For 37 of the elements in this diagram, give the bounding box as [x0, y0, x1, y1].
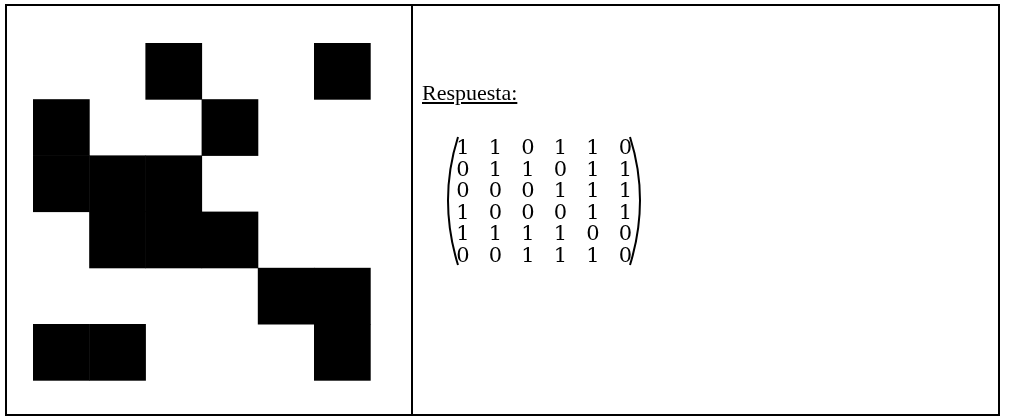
matrix-entry: 0 — [455, 158, 471, 180]
matrix-entry: 1 — [520, 244, 536, 266]
matrix-entry: 0 — [520, 137, 536, 158]
matrix-entry: 0 — [455, 180, 471, 201]
matrix-entry: 1 — [552, 180, 569, 201]
matrix-entry: 1 — [552, 137, 569, 158]
matrix-entry: 1 — [617, 201, 634, 223]
matrix-entry: 0 — [617, 223, 634, 244]
matrix-entry: 0 — [520, 180, 536, 201]
matrix-entry: 0 — [617, 244, 634, 266]
matrix-entry: 1 — [585, 158, 601, 180]
matrix-entry: 0 — [617, 137, 634, 158]
matrix-entry: 1 — [455, 137, 471, 158]
matrix-entry: 0 — [487, 244, 504, 266]
matrix-entry: 0 — [552, 158, 569, 180]
matrix-entry: 1 — [455, 201, 471, 223]
matrix-entry: 1 — [520, 158, 536, 180]
matrix-entry: 1 — [585, 244, 601, 266]
matrix-entry: 1 — [487, 158, 504, 180]
matrix-entry: 1 — [617, 158, 634, 180]
matrix-entry: 0 — [552, 201, 569, 223]
matrix-entry: 0 — [455, 244, 471, 266]
matrix-entry: 1 — [487, 137, 504, 158]
matrix-entry: 1 — [552, 223, 569, 244]
matrix-entry: 0 — [487, 180, 504, 201]
matrix-entry: 1 — [455, 223, 471, 244]
matrix-entry: 1 — [552, 244, 569, 266]
matrix-entry: 1 — [617, 180, 634, 201]
matrix-entry: 1 — [585, 180, 601, 201]
matrix-entry: 0 — [585, 223, 601, 244]
matrix-entry: 0 — [487, 201, 504, 223]
matrix-entry: 1 — [585, 201, 601, 223]
matrix-entry: 1 — [487, 223, 504, 244]
matrix-entry: 0 — [520, 201, 536, 223]
matrix-entry: 1 — [520, 223, 536, 244]
matrix-entry: 1 — [585, 137, 601, 158]
answer-heading: Respuesta: — [422, 80, 518, 106]
